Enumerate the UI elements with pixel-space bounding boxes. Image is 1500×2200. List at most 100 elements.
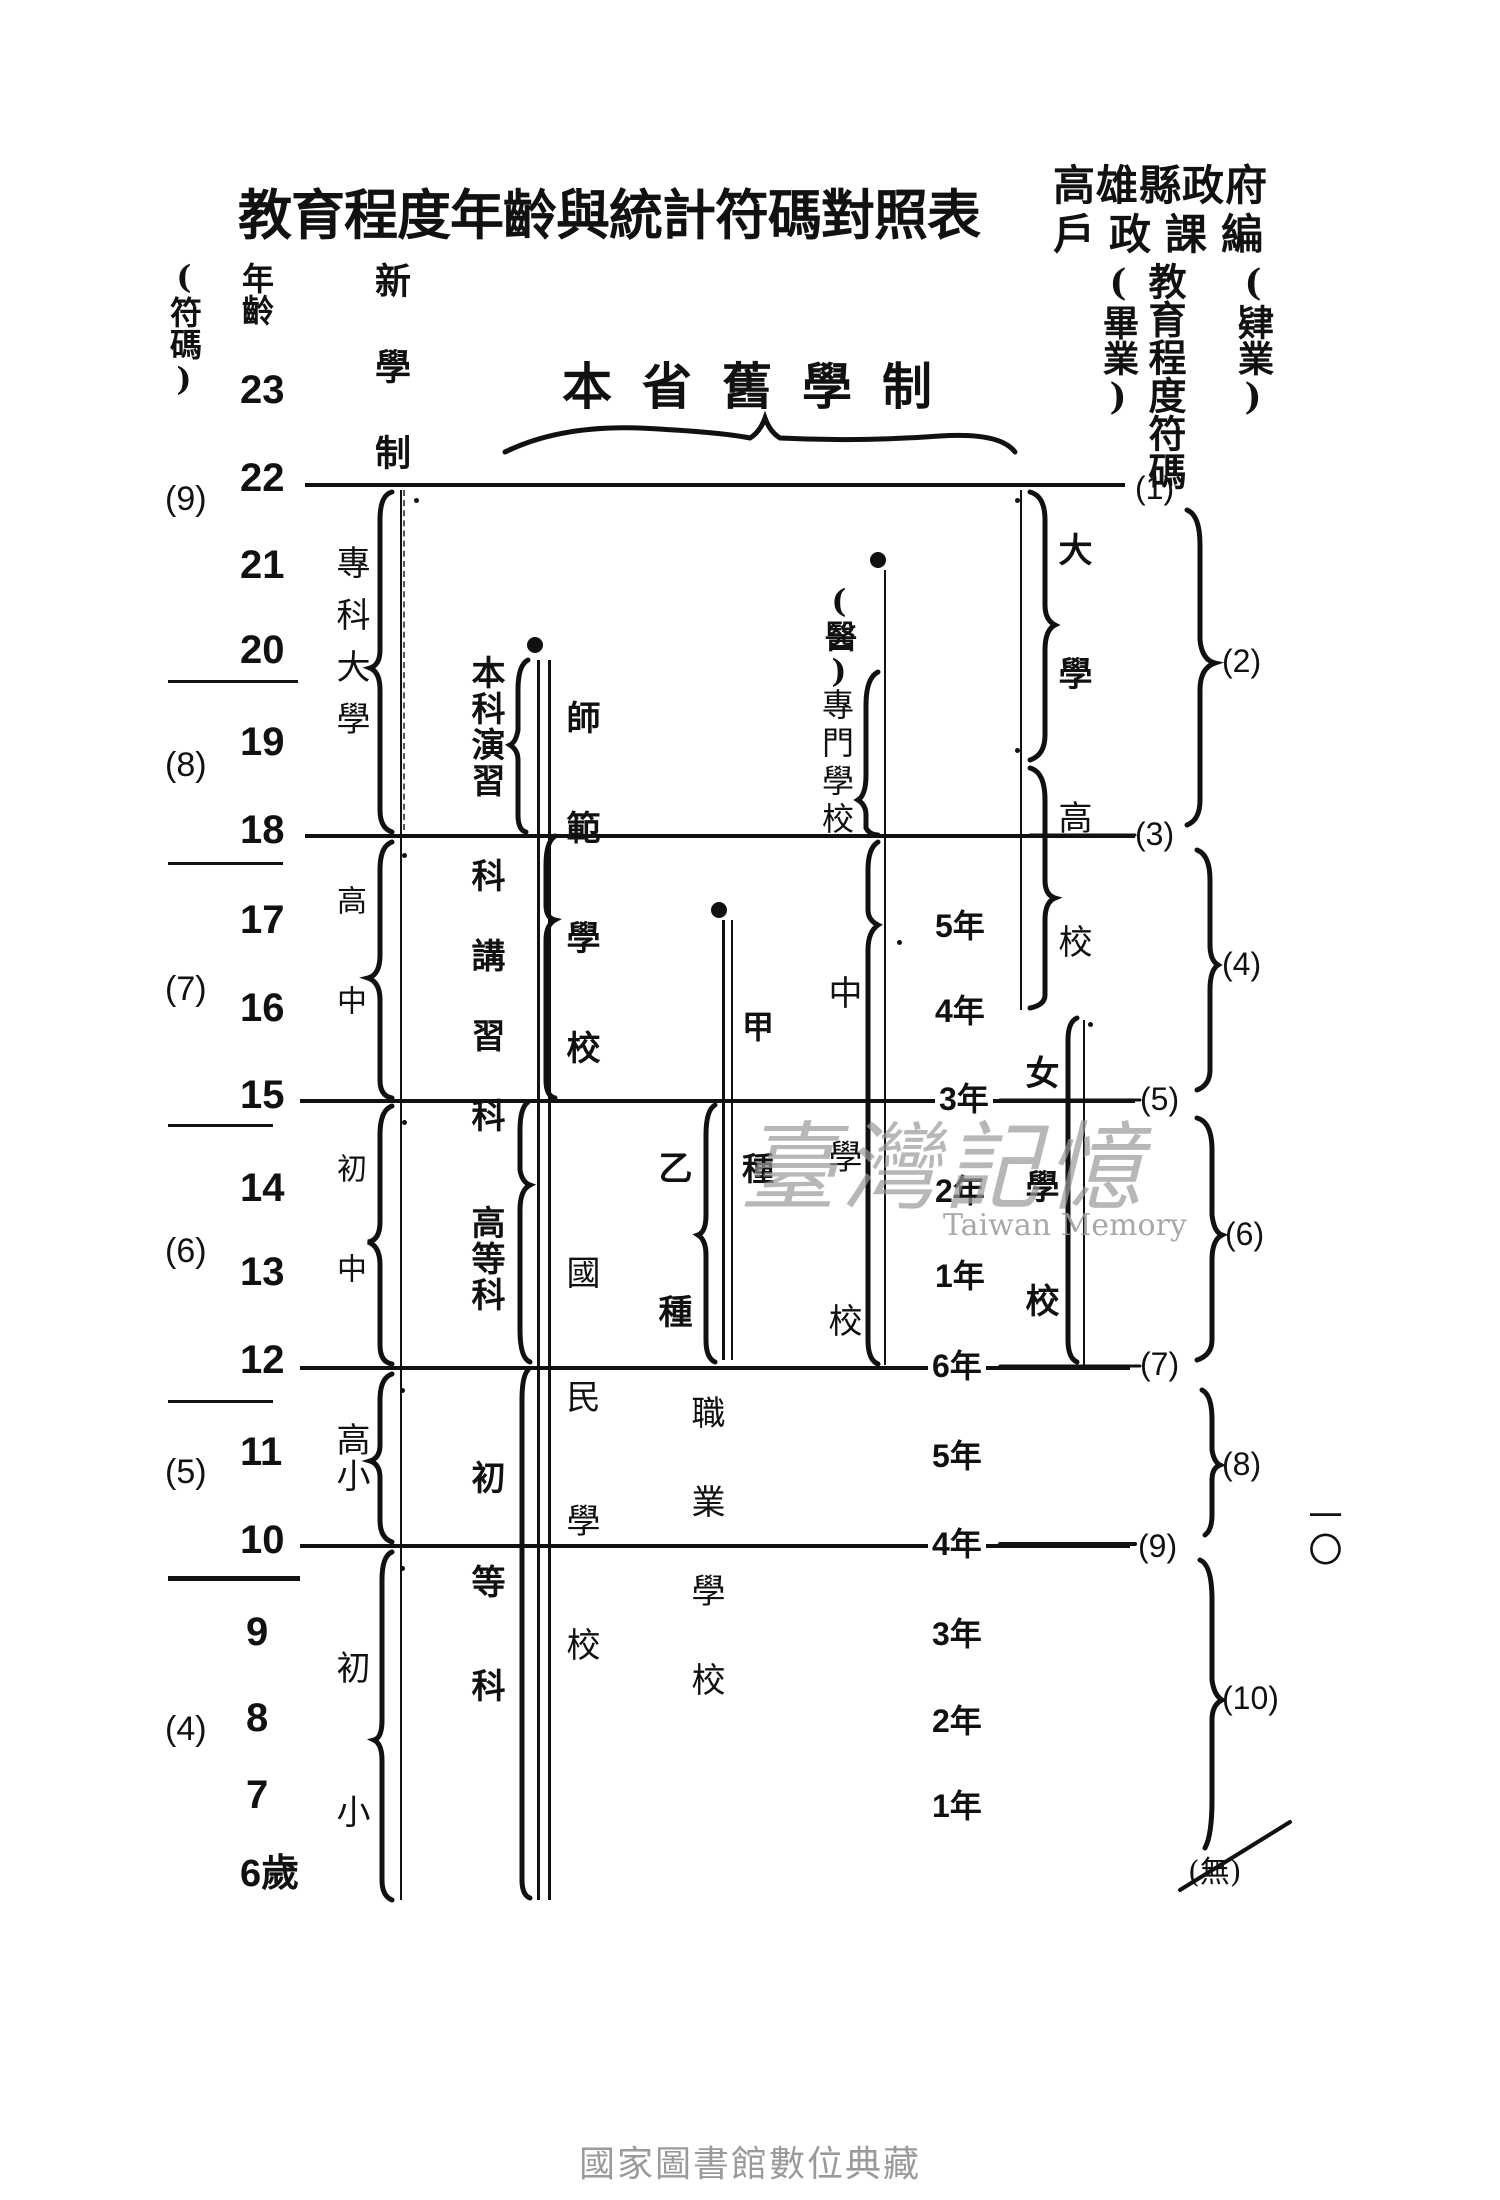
vocational-school-label: 職業學校 bbox=[685, 1395, 725, 1751]
vocational-start-dot bbox=[711, 902, 727, 918]
brace-code-10 bbox=[1197, 1557, 1228, 1851]
primary-year-3: 3年 bbox=[932, 1616, 982, 1652]
grade-line-12 bbox=[300, 1366, 1130, 1370]
new-specialty-university: 專科大學 bbox=[330, 545, 370, 753]
document-title: 教育程度年齡與統計符碼對照表 bbox=[238, 183, 981, 247]
left-separator-20 bbox=[168, 680, 298, 683]
left-code-4: (4) bbox=[165, 1710, 207, 1748]
girls-school-label: 女學校 bbox=[1019, 1055, 1059, 1397]
girls-school-dot bbox=[1088, 1022, 1093, 1027]
primary-year-2: 2年 bbox=[932, 1703, 982, 1739]
grade-line-22 bbox=[305, 483, 1125, 487]
left-code-9: (9) bbox=[165, 480, 207, 518]
specialty-school-line bbox=[884, 570, 886, 1365]
right-code-10: (10) bbox=[1222, 1680, 1279, 1716]
middle-school-label: 中學校 bbox=[822, 975, 862, 1467]
age-17: 17 bbox=[240, 898, 285, 942]
left-code-6: (6) bbox=[165, 1232, 207, 1270]
medical-label: (醫) bbox=[820, 582, 858, 690]
publisher-line-1: 高雄縣政府 bbox=[1053, 161, 1269, 210]
new-system-dot-18 bbox=[402, 853, 407, 858]
vocational-line bbox=[722, 920, 725, 1360]
primary-year-1: 1年 bbox=[932, 1788, 982, 1824]
age-20: 20 bbox=[240, 628, 285, 672]
specialty-school-label: 專門學校 bbox=[817, 688, 855, 840]
brace-specialty-university bbox=[362, 489, 395, 835]
brace-code-8 bbox=[1199, 1387, 1227, 1538]
middle-year-5: 5年 bbox=[935, 908, 985, 944]
normal-school-line-left bbox=[537, 660, 540, 1900]
age-12: 12 bbox=[240, 1338, 285, 1382]
left-separator-15 bbox=[168, 1124, 273, 1127]
age-6: 6歲 bbox=[240, 1853, 300, 1895]
brace-elementary-div bbox=[519, 1367, 533, 1901]
footer-archive-label: 國家圖書館數位典藏 bbox=[578, 2144, 921, 2185]
right-code-4: (4) bbox=[1222, 946, 1262, 982]
new-junior-high: 初中 bbox=[331, 1153, 366, 1353]
high-school-dot bbox=[1015, 748, 1020, 753]
grade-line-18 bbox=[305, 834, 1135, 838]
normal-school-start-dot bbox=[527, 637, 543, 653]
vocational-line-2 bbox=[731, 920, 733, 1360]
university-line bbox=[1020, 490, 1022, 1010]
completed-label: (畢業) bbox=[1097, 262, 1139, 418]
age-9: 9 bbox=[246, 1610, 269, 1654]
right-code-2: (2) bbox=[1222, 643, 1262, 679]
page-number: 一〇 bbox=[1302, 1498, 1342, 1566]
right-code-1: (1) bbox=[1135, 470, 1175, 506]
age-18: 18 bbox=[240, 808, 285, 852]
middle-year-1: 1年 bbox=[935, 1258, 985, 1294]
vocational-type-b: 乙種 bbox=[652, 1150, 692, 1438]
watermark-english: Taiwan Memory bbox=[943, 1208, 1187, 1243]
age-21: 21 bbox=[240, 543, 285, 587]
right-code-5: (5) bbox=[1140, 1081, 1180, 1117]
age-23: 23 bbox=[240, 368, 285, 412]
right-code-6: (6) bbox=[1225, 1216, 1265, 1252]
right-code-8: (8) bbox=[1222, 1446, 1262, 1482]
old-system-header: 本省舊學制 bbox=[562, 357, 962, 416]
new-system-dot-22 bbox=[414, 498, 419, 503]
grade-line-15 bbox=[300, 1099, 1135, 1103]
new-system-dot-10 bbox=[400, 1566, 405, 1571]
medical-school-start-dot bbox=[870, 552, 886, 568]
age-14: 14 bbox=[240, 1166, 285, 1210]
brace-specialty bbox=[853, 669, 881, 838]
grade-line-10 bbox=[300, 1544, 1130, 1548]
code-column-header: (符碼) bbox=[165, 258, 203, 398]
right-code-3: (3) bbox=[1135, 816, 1175, 852]
age-10: 10 bbox=[240, 1518, 285, 1562]
new-senior-high: 高中 bbox=[331, 885, 366, 1085]
higher-division: 高等科 bbox=[465, 1205, 505, 1313]
age-22: 22 bbox=[240, 456, 285, 500]
brace-code-2 bbox=[1184, 507, 1225, 828]
old-system-brace bbox=[502, 410, 1018, 455]
national-school-label: 國民學校 bbox=[560, 1255, 600, 1751]
high-school-label: 高校 bbox=[1052, 800, 1092, 1048]
age-7: 7 bbox=[246, 1773, 269, 1817]
university-label: 大學 bbox=[1052, 532, 1092, 780]
brace-higher-div bbox=[517, 1099, 537, 1365]
new-system-divider bbox=[400, 490, 402, 1900]
right-code-9: (9) bbox=[1138, 1528, 1178, 1564]
publisher-line-2: 戶政課編 bbox=[1053, 210, 1278, 259]
brace-senior-primary bbox=[361, 1371, 395, 1545]
brace-code-6 bbox=[1194, 1115, 1229, 1363]
new-system-dot-12 bbox=[400, 1388, 405, 1393]
right-code-none: (無) bbox=[1188, 1855, 1242, 1890]
girls-school-line bbox=[1083, 1020, 1085, 1365]
age-16: 16 bbox=[240, 986, 285, 1030]
normal-school-label: 師範學校 bbox=[560, 700, 600, 1140]
education-code-label: 教育程度符碼 bbox=[1142, 262, 1187, 490]
elementary-division: 初等科 bbox=[465, 1460, 505, 1772]
normal-school-line-right bbox=[548, 660, 551, 1900]
normal-main-course: 本科演習 bbox=[465, 655, 505, 799]
age-19: 19 bbox=[240, 720, 285, 764]
new-system-dot-15 bbox=[402, 1120, 407, 1125]
middle-year-4: 4年 bbox=[935, 993, 985, 1029]
new-senior-primary: 高小 bbox=[330, 1422, 370, 1494]
university-dot bbox=[1015, 498, 1020, 503]
new-junior-primary: 初小 bbox=[330, 1650, 370, 1938]
middle-year-3: 3年 bbox=[935, 1083, 993, 1115]
age-column-header: 年齡 bbox=[237, 262, 275, 326]
age-11: 11 bbox=[240, 1430, 283, 1474]
